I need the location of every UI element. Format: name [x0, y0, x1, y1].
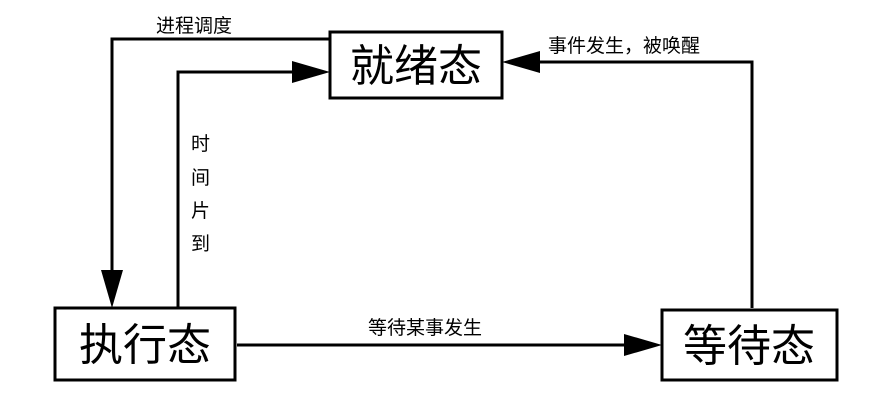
edge-running-to-ready — [176, 61, 330, 308]
label-running-to-ready-char: 片 — [191, 200, 210, 222]
label-running-to-ready-char: 时 — [191, 133, 210, 155]
state-ready: 就绪态 — [328, 30, 504, 100]
state-waiting: 等待态 — [660, 308, 839, 382]
state-ready-box — [328, 30, 504, 100]
edge-waiting-to-ready — [502, 51, 754, 308]
state-ready-label: 就绪态 — [350, 41, 482, 92]
state-running-label: 执行态 — [79, 320, 211, 371]
state-running-box — [53, 306, 237, 382]
label-running-to-ready: 时 间 片 到 — [191, 133, 210, 255]
arrowhead-into-ready-right-icon — [502, 51, 540, 73]
label-ready-to-running: 进程调度 — [156, 15, 232, 37]
state-waiting-label: 等待态 — [683, 321, 815, 372]
arrowhead-into-running-icon — [101, 270, 123, 308]
edge-waiting-to-ready-line — [540, 60, 754, 308]
label-running-to-waiting: 等待某事发生 — [368, 317, 482, 339]
arrowhead-into-ready-left-icon — [292, 61, 330, 83]
arrowhead-into-waiting-icon — [624, 334, 662, 356]
label-running-to-ready-char: 间 — [191, 167, 210, 189]
label-waiting-to-ready: 事件发生，被唤醒 — [548, 35, 700, 57]
edge-ready-to-running-line — [110, 37, 330, 270]
state-running: 执行态 — [53, 306, 237, 382]
edge-running-to-ready-line — [176, 70, 292, 308]
label-running-to-ready-char: 到 — [191, 233, 210, 255]
edge-ready-to-running — [101, 37, 330, 308]
edge-running-to-waiting — [237, 334, 662, 356]
state-waiting-box — [660, 308, 839, 382]
